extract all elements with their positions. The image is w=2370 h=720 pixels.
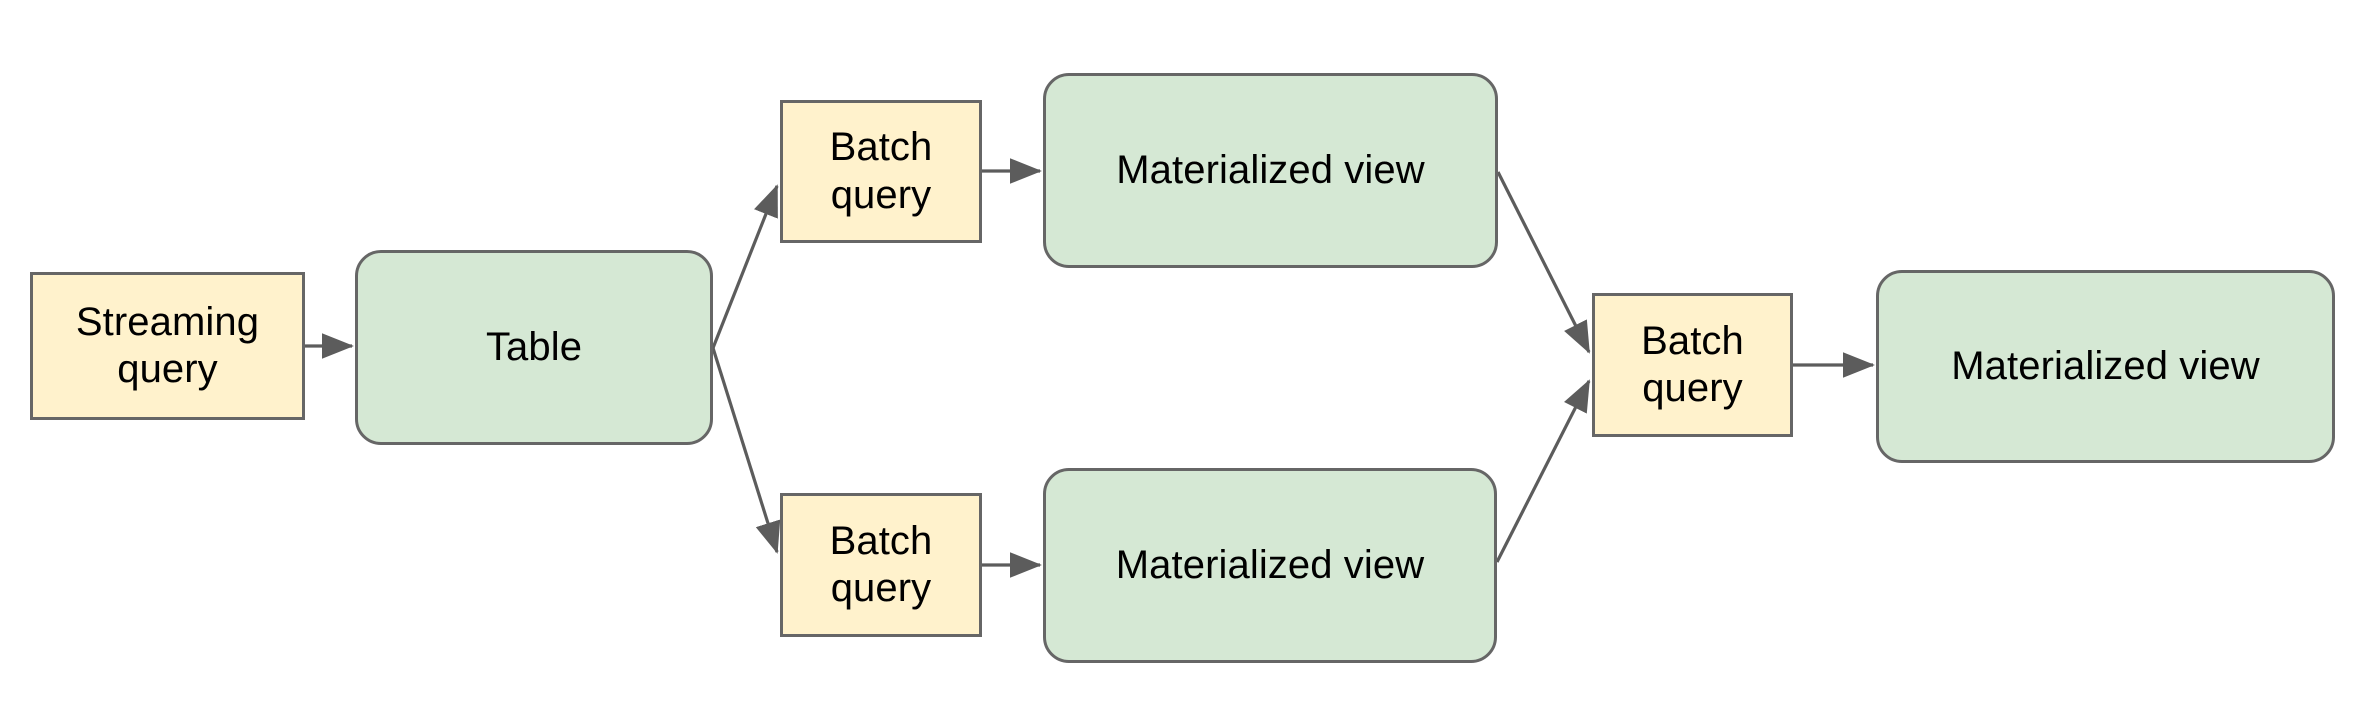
edge-table-to-batch-query-top [711,184,779,349]
node-materialized-view-bottom[interactable]: Materialized view [1043,468,1497,663]
node-label-batch-query-top: Batch query [829,125,933,217]
node-label-batch-query-center: Batch query [1641,318,1744,410]
edge-materialized-view-bottom-to-batch-query-center [1495,379,1591,563]
node-label-materialized-view-bottom: Materialized view [1115,542,1425,587]
node-label-table: Table [485,324,583,369]
node-materialized-view-top[interactable]: Materialized view [1043,73,1498,268]
node-label-streaming-query: Streaming query [75,299,260,391]
node-materialized-view-right[interactable]: Materialized view [1876,270,2335,463]
node-batch-query-bottom[interactable]: Batch query [780,493,982,637]
node-streaming-query[interactable]: Streaming query [30,272,305,420]
node-table[interactable]: Table [355,250,713,445]
node-label-materialized-view-right: Materialized view [1951,343,2260,388]
edge-materialized-view-top-to-batch-query-center [1496,171,1591,354]
node-label-batch-query-bottom: Batch query [829,518,933,610]
edge-table-to-batch-query-bottom [711,347,781,554]
node-batch-query-center[interactable]: Batch query [1592,293,1793,437]
node-label-materialized-view-top: Materialized view [1116,147,1425,192]
node-batch-query-top[interactable]: Batch query [780,100,982,243]
